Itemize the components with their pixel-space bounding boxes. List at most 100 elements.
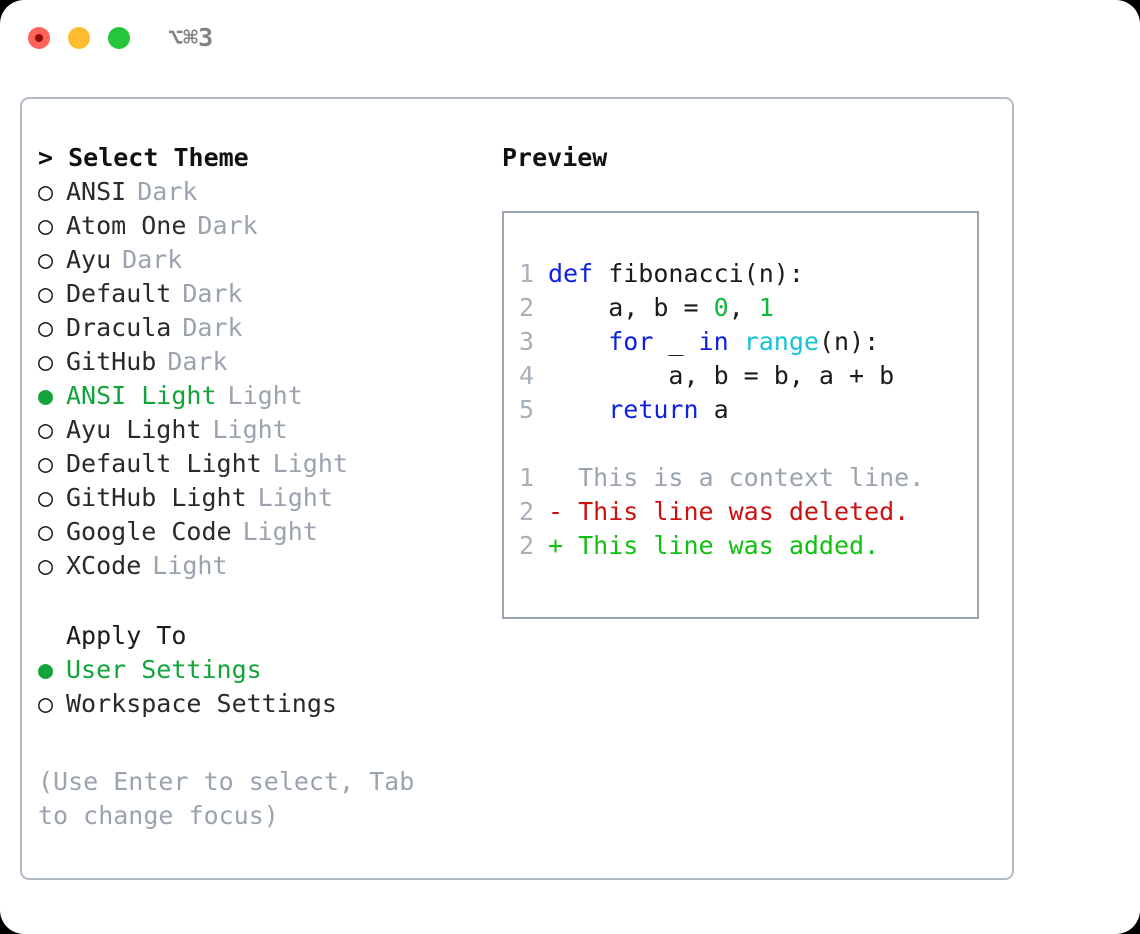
theme-variant-label: Dark [137,177,198,206]
theme-name-label: Atom One [66,211,187,240]
theme-name-label: Ayu Light [66,415,202,444]
code-line: 2 a, b = 0, 1 [518,291,977,325]
code-token-kw: for [608,327,654,356]
theme-name-label: Default Light [66,449,262,478]
theme-name-label: Google Code [66,517,232,546]
maximize-button-icon[interactable] [108,27,130,49]
apply-to-option[interactable]: ○ Workspace Settings [38,687,478,721]
theme-name-label: XCode [66,551,142,580]
code-token-kw: in [698,327,729,356]
code-line-text: a, b = 0, 1 [548,291,774,325]
diff-line-text: - This line was deleted. [548,497,910,526]
radio-unselected-icon[interactable]: ○ [38,313,54,342]
radio-unselected-icon[interactable]: ○ [38,347,54,376]
theme-list-item[interactable]: ○ GitHub Dark [38,345,478,379]
theme-variant-label: Light [227,381,303,410]
apply-to-option-label: Workspace Settings [66,689,337,718]
code-line: 3 for _ in range(n): [518,325,977,359]
code-line-number: 5 [518,395,534,424]
theme-variant-label: Dark [167,347,228,376]
code-line-text: return a [548,393,728,427]
diff-line: 2+ This line was added. [518,529,977,563]
preview-title: Preview [502,143,608,172]
apply-to-option-label: User Settings [66,655,262,684]
theme-variant-label: Light [152,551,228,580]
radio-unselected-icon[interactable]: ○ [38,449,54,478]
help-text: (Use Enter to select, Tab to change focu… [38,767,415,830]
radio-unselected-icon[interactable]: ○ [38,177,54,206]
code-line-number: 2 [518,293,534,322]
code-line-text: a, b = b, a + b [548,359,894,393]
theme-variant-label: Dark [122,245,183,274]
radio-unselected-icon[interactable]: ○ [38,689,54,718]
radio-unselected-icon[interactable]: ○ [38,517,54,546]
apply-to-header-label: Apply To [66,621,187,650]
close-button-icon[interactable] [28,27,50,49]
radio-unselected-icon[interactable]: ○ [38,245,54,274]
radio-unselected-icon[interactable]: ○ [38,279,54,308]
theme-variant-label: Dark [197,211,258,240]
theme-list-item[interactable]: ○ Ayu Dark [38,243,478,277]
code-token-kw: def [548,259,594,288]
code-token-num: 1 [758,293,774,322]
diff-line: 2 - This line was deleted. [518,495,977,529]
diff-line: 1 This is a context line. [518,461,977,495]
select-theme-header-label: > Select Theme [38,143,249,172]
theme-list-item[interactable]: ○ Ayu Light Light [38,413,478,447]
radio-selected-icon[interactable]: ● [38,381,54,410]
theme-name-label: ANSI [66,177,127,206]
traffic-light-group [28,27,130,49]
radio-unselected-icon[interactable]: ○ [38,483,54,512]
code-token-id [729,327,744,356]
theme-variant-label: Dark [182,279,243,308]
theme-list-item[interactable]: ○ XCode Light [38,549,478,583]
keyboard-shortcut-label: ⌥⌘3 [168,23,214,52]
diff-line-text: + This line was added. [548,531,880,560]
theme-name-label: ANSI Light [66,381,217,410]
theme-variant-label: Light [212,415,288,444]
radio-unselected-icon[interactable]: ○ [38,415,54,444]
theme-name-label: Ayu [66,245,112,274]
theme-list-item[interactable]: ● ANSI Light Light [38,379,478,413]
code-token-fn: range [743,327,819,356]
code-token-id [548,327,608,356]
theme-list-item[interactable]: ○ GitHub Light Light [38,481,478,515]
apply-to-header: ○ Apply To [38,619,478,653]
radio-unselected-icon[interactable]: ○ [38,211,54,240]
theme-variant-label: Dark [182,313,243,342]
code-token-num: 0 [713,293,729,322]
radio-selected-icon[interactable]: ● [38,655,54,684]
code-line-number: 3 [518,327,534,356]
select-theme-header: > Select Theme [38,141,478,175]
code-token-id: , [728,293,759,322]
code-line: 4 a, b = b, a + b [518,359,977,393]
apply-to-marker-spacer: ○ [38,619,66,653]
code-line-text: for _ in range(n): [548,325,879,359]
theme-name-label: GitHub [66,347,157,376]
radio-unselected-icon[interactable]: ○ [38,551,54,580]
code-line-number: 4 [518,361,534,390]
code-token-id: a, b = b, a + b [548,361,895,390]
theme-list-item[interactable]: ○ Atom One Dark [38,209,478,243]
diff-line-number: 1 [518,463,534,492]
theme-name-label: GitHub Light [66,483,247,512]
minimize-button-icon[interactable] [68,27,90,49]
apply-to-options[interactable]: ● User Settings ○ Workspace Settings [38,653,478,721]
theme-list-item[interactable]: ○ ANSI Dark [38,175,478,209]
theme-variant-label: Light [257,483,333,512]
apply-to-option[interactable]: ● User Settings [38,653,478,687]
diff-line-number: 2 [518,497,534,526]
code-token-id: (n): [818,327,880,356]
